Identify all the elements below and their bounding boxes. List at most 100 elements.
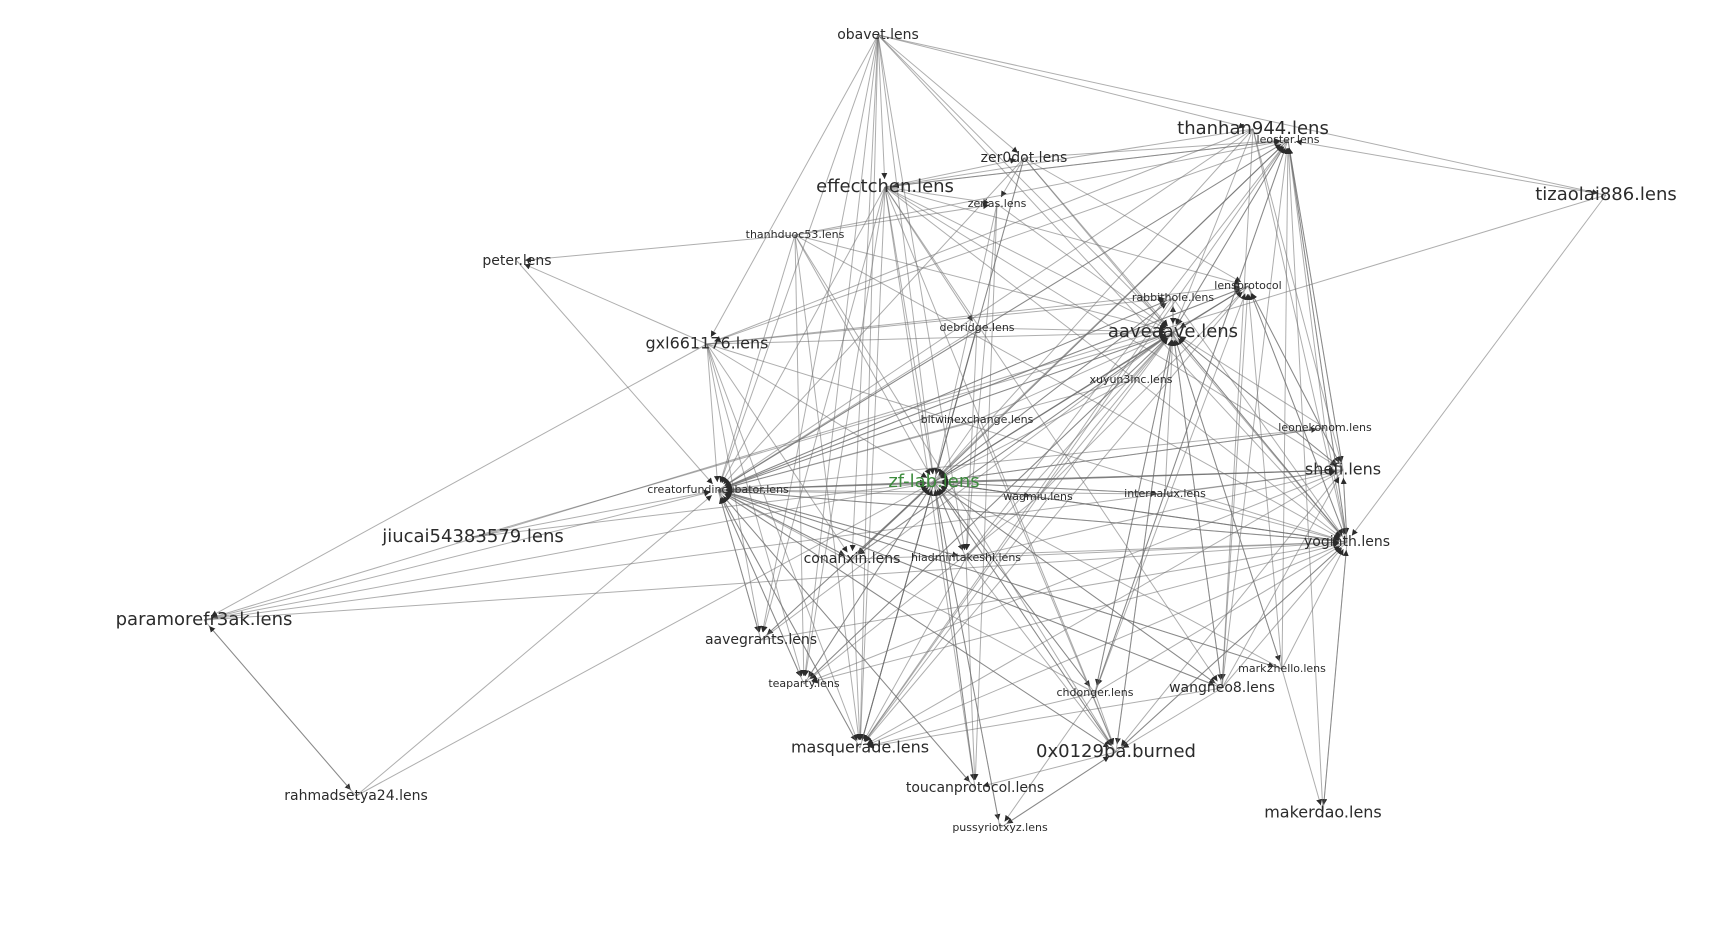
node-label-internalux[interactable]: internalux.lens [1124, 487, 1206, 500]
node-label-zfilab[interactable]: zf-lab.lens [888, 471, 979, 492]
edge-internalux-yoginth [1164, 493, 1340, 542]
node-label-zerias[interactable]: zerias.lens [968, 197, 1027, 210]
node-label-paramore[interactable]: paramorefr3ak.lens [116, 609, 293, 630]
node-label-lensprotocol[interactable]: lensprotocol [1214, 279, 1281, 292]
node-label-chdonger[interactable]: chdonger.lens [1057, 686, 1134, 699]
edge-debridge-hiadmin [963, 327, 978, 551]
node-label-thanhduoc53[interactable]: thanhduoc53.lens [746, 228, 845, 241]
edge-shefi-lensprotocol [1251, 292, 1344, 471]
edge-effectchen-aavegrants [761, 186, 886, 633]
edge-aavegrants-zfilab [760, 487, 929, 641]
edge-ox0129ba-zfilab [938, 488, 1117, 753]
edge-shefi-masquerade [866, 469, 1344, 745]
edge-thanhduoc53-aaveaave [794, 234, 1166, 332]
edge-gxl661176-creatorfund [706, 343, 720, 483]
node-label-zer0dot[interactable]: zer0dot.lens [981, 150, 1068, 166]
edge-yoginth-zfilab [941, 481, 1348, 543]
node-label-shefi[interactable]: shefi.lens [1305, 460, 1381, 479]
node-label-makerdao[interactable]: makerdao.lens [1264, 803, 1382, 822]
node-label-leoster[interactable]: leoster.lens [1257, 133, 1320, 146]
edge-effectchen-masquerade [857, 186, 886, 741]
node-label-wangneo8[interactable]: wangneo8.lens [1169, 680, 1275, 696]
edge-shefi-creatorfund [725, 469, 1344, 493]
node-label-jiucai[interactable]: jiucai54383579.lens [381, 526, 564, 547]
edge-gxl661176-paramore [210, 343, 708, 617]
edge-ox0129ba-toucan [982, 751, 1117, 788]
edge-yoginth-shefi [1340, 477, 1348, 543]
node-label-hiadmin[interactable]: hiadmintakeshi.lens [911, 551, 1021, 564]
node-label-bitwin[interactable]: bitwinexchange.lens [921, 413, 1034, 426]
edge-thanhduoc53-zerias [794, 203, 990, 236]
edge-makerdao-yoginth [1322, 549, 1349, 814]
edge-mark2hello-makerdao [1281, 668, 1323, 806]
node-label-conanxin[interactable]: conanxin.lens [804, 551, 901, 567]
edge-jiucai-creatorfund [472, 489, 711, 538]
edge-debridge-creatorfund [724, 327, 978, 487]
edge-tizaolai886-yoginth [1351, 194, 1607, 536]
node-label-rahmad[interactable]: rahmadsetya24.lens [284, 788, 428, 804]
edge-chdonger-ox0129ba [1094, 692, 1115, 745]
node-label-rabbithole[interactable]: rabbithole.lens [1132, 291, 1214, 304]
node-label-tizaolai886[interactable]: tizaolai886.lens [1535, 184, 1677, 205]
edge-debridge-aaveaave [976, 327, 1166, 335]
edge-wangneo8-creatorfund [725, 492, 1223, 689]
edge-shefi-leoster [1287, 147, 1344, 471]
edge-wagmiu-masquerade [864, 496, 1039, 742]
edge-jiucai-aaveaave [472, 333, 1166, 538]
node-label-wagmiu[interactable]: wagmiu.lens [1003, 490, 1073, 503]
edge-obavet-zfilab [877, 34, 936, 475]
node-label-thanhan944[interactable]: thanhan944.lens [1177, 118, 1329, 139]
edge-hiadmin-shefi [965, 470, 1336, 559]
edge-masquerade-zfilab [859, 489, 934, 749]
node-label-mark2hello[interactable]: mark2hello.lens [1238, 662, 1326, 675]
edge-yoginth-leoster [1287, 147, 1348, 543]
edge-gxl661176-lensprotocol [706, 284, 1241, 345]
node-label-masquerade[interactable]: masquerade.lens [791, 738, 929, 757]
edge-pussyriot-ox0129ba [999, 755, 1110, 829]
node-label-yoginth[interactable]: yoginth.lens [1304, 534, 1390, 550]
node-label-toucan[interactable]: toucanprotocol.lens [906, 780, 1044, 796]
edge-gxl661176-peter [524, 263, 708, 345]
edge-effectchen-leoster [884, 138, 1281, 188]
edge-wagmiu-leoster [1037, 146, 1284, 498]
edge-hiadmin-creatorfund [725, 490, 967, 559]
edge-aavegrants-creatorfund [718, 497, 762, 641]
node-label-peter[interactable]: peter.lens [482, 253, 551, 269]
edge-yoginth-masquerade [867, 541, 1348, 746]
edge-zer0dot-creatorfund [723, 157, 1025, 485]
node-label-pussyriot[interactable]: pussyriotxyz.lens [952, 821, 1048, 834]
edge-zerias-hiadmin [964, 203, 998, 551]
edge-aavegrants-yoginth [760, 541, 1340, 641]
edge-teaparty-aaveaave [803, 337, 1168, 685]
edge-paramore-zfilab [203, 481, 927, 621]
edge-makerdao-leoster [1285, 147, 1324, 814]
edge-bitwin-zfilab [938, 419, 978, 476]
node-label-ox0129ba[interactable]: 0x0129ba.burned [1036, 741, 1196, 762]
edge-effectchen-lensprotocol [884, 186, 1241, 286]
edge-effectchen-shefi [884, 186, 1337, 467]
edge-wangneo8-masquerade [867, 687, 1223, 749]
edge-shefi-teaparty [811, 469, 1344, 682]
node-label-xuyun[interactable]: xuyun3inc.lens [1089, 373, 1172, 386]
node-label-aaveaave[interactable]: aaveaave.lens [1108, 321, 1238, 342]
node-label-aavegrants[interactable]: aavegrants.lens [705, 632, 817, 648]
node-label-gxl661176[interactable]: gxl661176.lens [646, 334, 769, 353]
edge-gxl661176-zfilab [706, 343, 928, 479]
node-label-debridge[interactable]: debridge.lens [939, 321, 1014, 334]
edge-conanxin-creatorfund [724, 493, 853, 560]
node-label-effectchen[interactable]: effectchen.lens [816, 176, 954, 197]
edge-zer0dot-leoster [1023, 137, 1281, 159]
node-label-creatorfund[interactable]: creatorfundincubator.lens [647, 483, 789, 496]
edge-rabbithole-zfilab [939, 297, 1174, 478]
edge-chdonger-leoster [1094, 147, 1287, 694]
edge-gxl661176-masquerade [706, 343, 858, 741]
edge-thanhan944-shefi [1252, 128, 1343, 463]
edge-rabbithole-yoginth [1172, 297, 1343, 536]
edge-hiadmin-ox0129ba [965, 557, 1112, 747]
node-label-teaparty[interactable]: teaparty.lens [768, 677, 840, 690]
node-label-obavet[interactable]: obavet.lens [837, 27, 919, 43]
node-label-leonekonom[interactable]: leonekonom.lens [1278, 421, 1372, 434]
edge-rahmad-zfilab [355, 485, 928, 797]
edge-paramore-shefi [203, 468, 1336, 621]
edge-thanhduoc53-yoginth [794, 234, 1341, 539]
